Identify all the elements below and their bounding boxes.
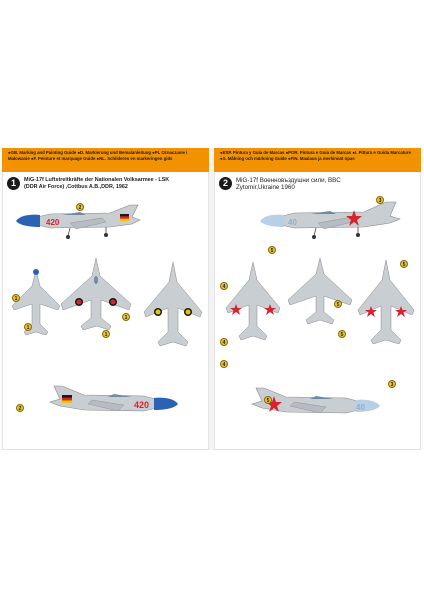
callout-marker: 1 [12,294,20,302]
banner-text: ●ESP. Pintura y Guía de Marcas ●POR. Pin… [220,150,411,161]
scheme-number-badge: 1 [7,177,20,190]
callout-marker: 5 [338,330,346,338]
callout-marker: 3 [388,380,396,388]
callout-marker: 3 [376,196,384,204]
aircraft-side-view-top: 420 [16,204,141,239]
language-banner: ●ESP. Pintura y Guía de Marcas ●POR. Pin… [214,148,421,172]
side-number-text: 420 [46,218,60,227]
callout-marker: 5 [400,260,408,268]
callout-marker: 1 [122,313,130,321]
aircraft-underside-view-left [225,261,281,341]
side-number-text: 40 [288,218,297,227]
scheme-number-badge: 2 [219,177,232,190]
callout-marker: 5 [334,300,342,308]
callout-marker: 5 [268,246,276,254]
title-line: Zytomir,Ukraine 1960 [236,184,295,192]
language-banner: ●GB. Marking and Painting Guide ●D. Mark… [2,148,209,172]
page-gutter [209,148,214,450]
callout-marker: 1 [102,330,110,338]
side-number-text: 40 [356,403,365,412]
callout-marker: 2 [76,203,84,211]
aircraft-top-view-left [287,257,353,325]
title-line: MiG-17f Военновъздушни сили, BBC [236,177,341,184]
title-line: (DDR Air Force) ,Cottbus A.B.,DDR, 1962 [24,183,128,190]
callout-marker: 4 [220,282,228,290]
marking-guide-page-ussr: ●ESP. Pintura y Guía de Marcas ●POR. Pin… [214,148,421,450]
callout-marker: 1 [24,323,32,331]
aircraft-top-view-left [60,257,132,331]
title-line: MiG-17f Luftstreitkräfte der Nationalen … [24,177,170,183]
blue-nose [16,214,40,227]
aircraft-bottom-view-right [143,261,203,347]
aircraft-side-view-top: 40 [260,201,401,239]
aircraft-bottom-view-right [357,259,415,345]
callout-marker: 2 [16,404,24,412]
aircraft-underside-view-left [11,269,61,336]
banner-text: ●GB. Marking and Painting Guide ●D. Mark… [8,150,188,161]
callout-marker: 4 [220,338,228,346]
aircraft-side-view-bottom: 40 [251,387,380,414]
callout-marker: 5 [264,396,272,404]
callout-marker: 4 [220,360,228,368]
side-number-text: 420 [134,400,149,410]
marking-guide-page-ddr: ●GB. Marking and Painting Guide ●D. Mark… [2,148,209,450]
scheme-title-lines: MiG-17f Luftstreitkräfte der Nationalen … [24,177,169,190]
decal-sheet: ●GB. Marking and Painting Guide ●D. Mark… [0,148,424,450]
aircraft-side-view-bottom: 420 [49,385,178,412]
scheme-title-lines: MiG-17f Военновъздушни сили, BBC Zytomir… [236,177,341,191]
